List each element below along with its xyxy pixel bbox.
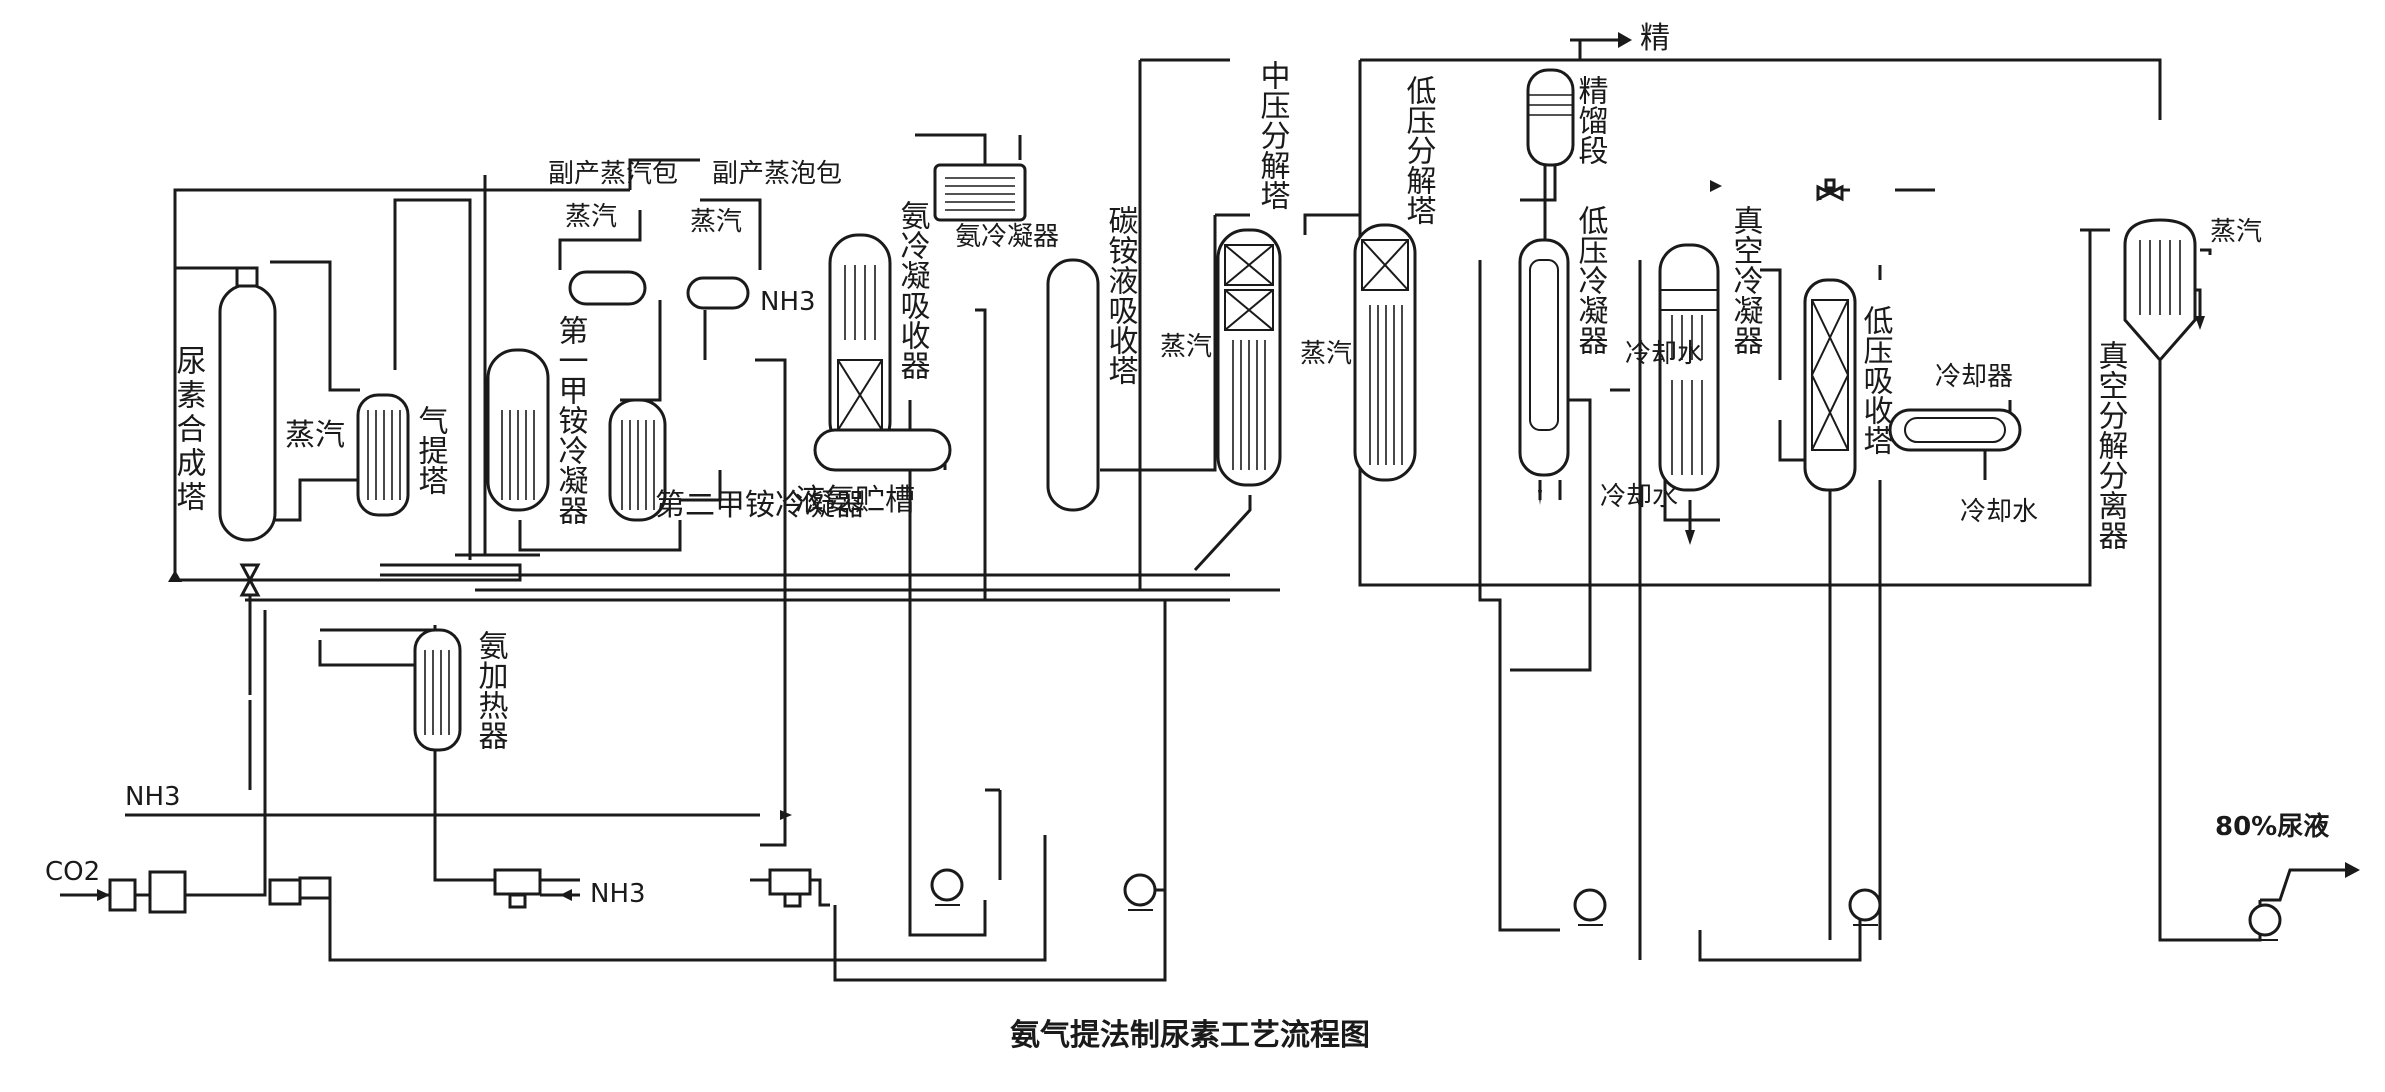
reactor-valve <box>239 563 261 597</box>
co2-compressor-1 <box>108 870 187 914</box>
vacuum-separator-label: 真空分解分离器 <box>2093 340 2129 550</box>
mp-decomposer <box>1216 228 1282 487</box>
ammonia-heater <box>413 628 462 752</box>
nh3-cooler-label: 氨冷凝器 <box>955 222 1059 252</box>
steam-mp-label: 蒸汽 <box>1160 332 1212 362</box>
compressor-mid <box>268 876 332 906</box>
lp-decomposer <box>1353 223 1417 482</box>
lp-absorber-label: 低压吸收塔 <box>1858 305 1894 455</box>
nh3-feed-label: NH3 <box>125 782 181 812</box>
byproduct-steam-drum-2 <box>686 276 750 310</box>
vacuum-condenser <box>1658 243 1720 492</box>
pump-3 <box>1573 888 1607 926</box>
lp-decomposer-label: 低压分解塔 <box>1401 75 1437 225</box>
stripper-label: 气提塔 <box>413 405 449 495</box>
pump-1 <box>930 868 964 906</box>
byproduct-drum-1-label: 副产蒸汽包 <box>548 159 678 189</box>
steam-drum-1-label: 蒸汽 <box>565 202 617 232</box>
co2-feed-label: CO2 <box>45 857 100 887</box>
ammonium-carbonate-absorber-label: 碳铵液吸收塔 <box>1103 205 1139 385</box>
steam-vac-label: 蒸汽 <box>2210 217 2262 247</box>
nh3-cooler <box>933 163 1027 222</box>
pump-4 <box>1848 888 1882 926</box>
byproduct-steam-drum-1 <box>568 270 647 306</box>
ammonia-heater-label: 氨加热器 <box>473 630 509 750</box>
vacuum-condenser-label: 真空冷凝器 <box>1728 205 1764 355</box>
cooling-water-1-label: 冷却水 <box>1625 339 1703 369</box>
second-carbamate-condenser <box>608 398 667 522</box>
pump-2 <box>1123 873 1157 911</box>
rect-out-label: 精 <box>1640 21 1670 56</box>
lp-absorber <box>1803 178 1857 492</box>
product-label: 80%尿液 <box>2215 812 2329 842</box>
steam-left-label: 蒸汽 <box>285 418 345 453</box>
steam-lp-label: 蒸汽 <box>1300 339 1352 369</box>
nh3-pump <box>493 868 542 909</box>
first-carbamate-condenser <box>486 348 550 512</box>
second-carbamate-condenser-label: 第二甲铵冷凝器 <box>655 488 865 523</box>
mp-decomposer-label: 中压分解塔 <box>1255 60 1291 210</box>
rectifying-section-label: 精馏段 <box>1573 75 1609 165</box>
nh3-condensing-absorber <box>828 233 892 452</box>
diagram-caption: 氨气提法制尿素工艺流程图 <box>1010 1018 1370 1053</box>
nh3-bottom-label: NH3 <box>590 879 646 909</box>
stripper <box>356 393 410 517</box>
flow-arrows <box>97 32 2360 901</box>
lp-condenser <box>1518 238 1570 477</box>
liquid-nh3-tank <box>813 428 952 472</box>
byproduct-drum-2-label: 副产蒸泡包 <box>712 159 842 189</box>
nh3-condensing-absorber-label: 氨冷凝吸收器 <box>895 200 931 380</box>
lp-condenser-label: 低压冷凝器 <box>1573 205 1609 355</box>
nh3-left-label: NH3 <box>760 287 816 317</box>
cooling-water-3-label: 冷却水 <box>1960 497 2038 527</box>
cooling-water-2-label: 冷却水 <box>1600 482 1678 512</box>
rectifying-section <box>1526 68 1575 167</box>
liquid-nh3-pump-box <box>768 868 812 908</box>
vacuum-separator <box>2123 218 2197 363</box>
liquid-nh3-tank-label: 液氨贮槽 <box>795 483 915 518</box>
first-carbamate-condenser-label: 第一甲铵冷凝器 <box>553 315 589 525</box>
piping <box>60 38 2345 982</box>
urea-reactor <box>218 266 277 542</box>
steam-drum-2-label: 蒸汽 <box>690 207 742 237</box>
ammonium-carbonate-absorber <box>1046 258 1100 512</box>
cooler <box>1888 408 2022 452</box>
pump-5 <box>2248 903 2282 941</box>
urea-reactor-label: 尿素合成塔 <box>171 345 207 515</box>
cooler-label: 冷却器 <box>1935 362 2013 392</box>
